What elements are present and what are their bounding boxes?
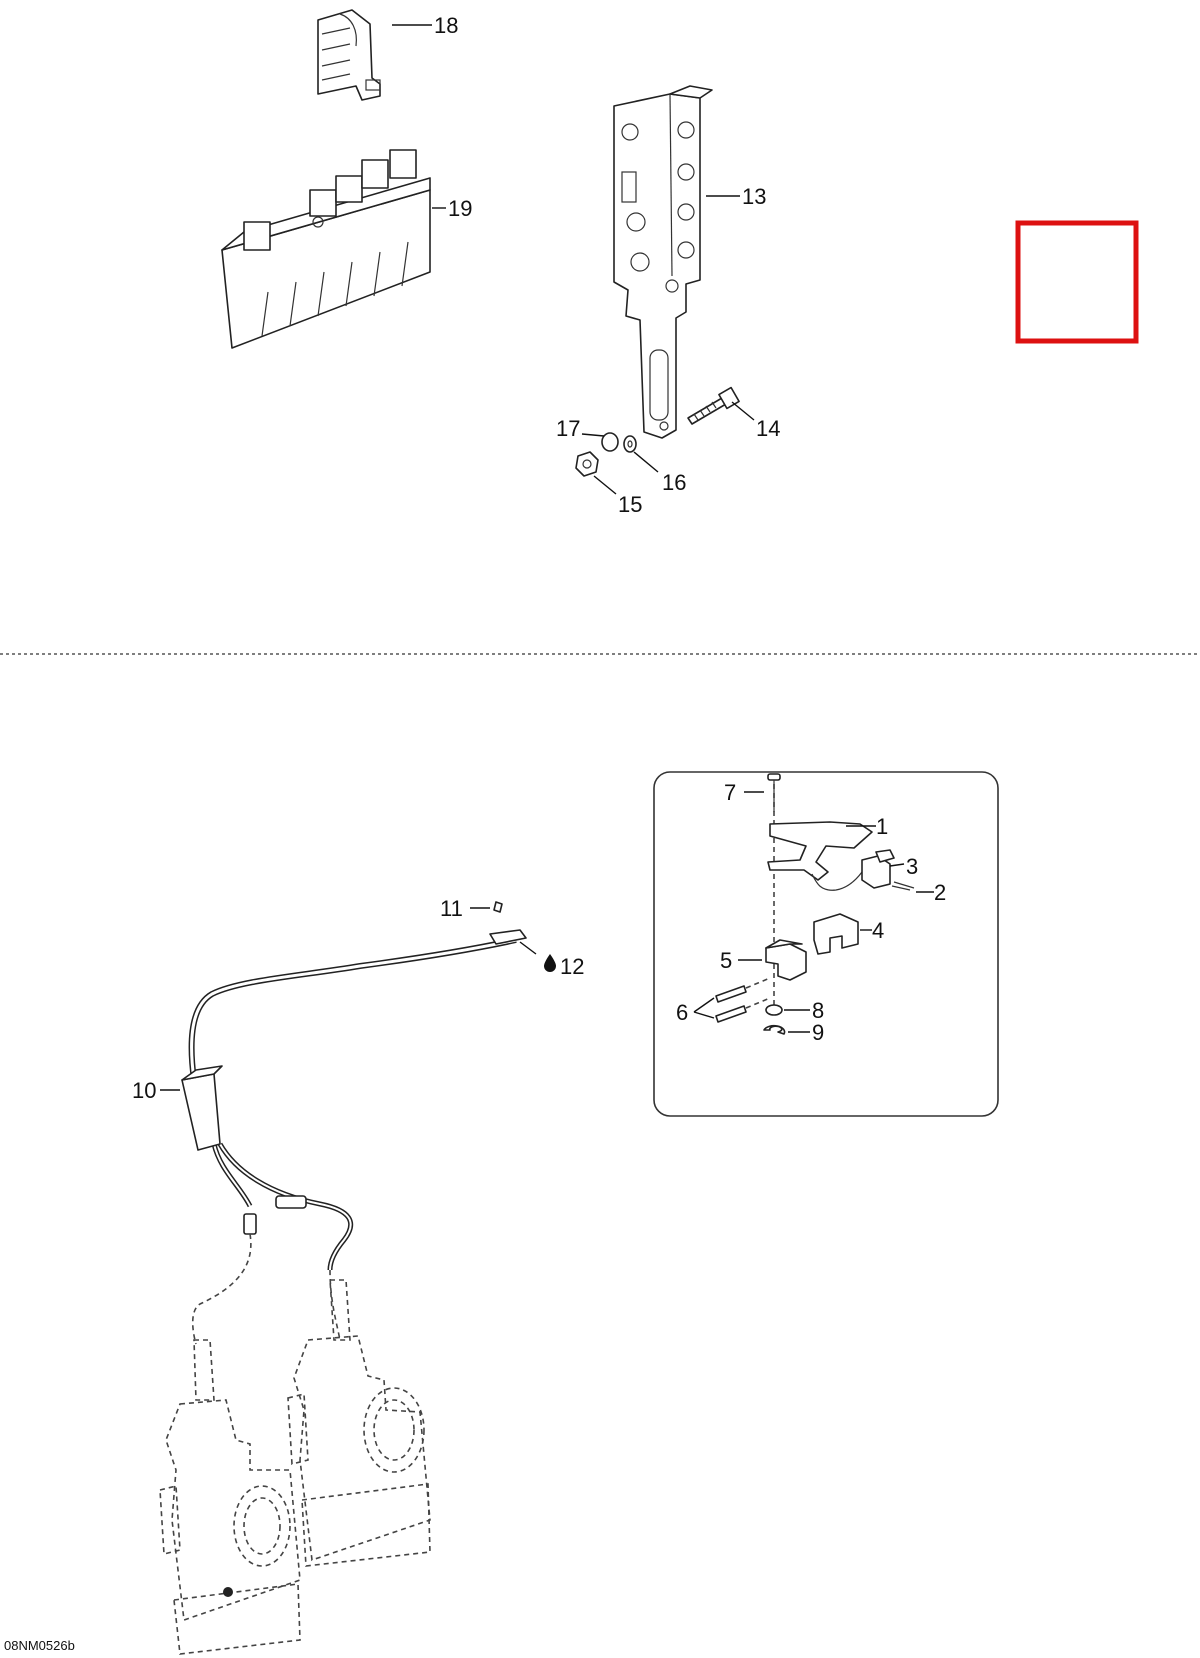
callout-1: 1 [876,814,888,839]
part-1-lever-bracket [767,821,873,891]
part-6-screws [715,977,771,1023]
drawing-code: 08NM0526b [4,1638,75,1653]
cable-route-left [191,1233,252,1345]
carburetor-left [159,1339,301,1655]
part-18-connector-clip [317,9,381,101]
part-13-mounting-bracket [613,85,713,439]
carburetor-right [287,1279,431,1567]
leader-3 [889,863,905,867]
part-16-washer [623,435,637,453]
callout-3: 3 [906,854,918,879]
callout-13: 13 [742,184,766,209]
leader-15 [593,475,617,495]
callout-19: 19 [448,196,472,221]
leader-12 [519,941,537,955]
part-9-clip [763,1024,786,1035]
part-5-block [765,939,807,981]
callout-16: 16 [662,470,686,495]
leader-16 [633,451,659,473]
part-19-module-box [221,149,431,349]
part-8-washer [765,1004,783,1016]
leader-6a [693,997,715,1013]
leader-17 [581,433,605,437]
oil-drop-icon [544,954,556,972]
part-3-connector [861,849,895,889]
leader-6b [693,1011,715,1019]
callout-17: 17 [556,416,580,441]
callout-11: 11 [440,896,463,921]
part-17-washer [601,432,619,452]
callout-15: 15 [618,492,642,517]
part-2-pin [891,881,915,891]
cable-route-right [329,1269,341,1341]
leader-14 [731,401,755,421]
callout-6: 6 [676,1000,688,1025]
part-7-screw [767,773,781,812]
throttle-cable [188,929,527,1271]
callout-9: 9 [812,1020,824,1045]
part-4-cover [813,913,859,955]
part-15-nut [575,451,599,477]
callout-2: 2 [934,880,946,905]
callout-5: 5 [720,948,732,973]
callout-18: 18 [434,13,458,38]
callout-4: 4 [872,918,884,943]
part-11-clip [493,901,503,913]
callout-14: 14 [756,416,780,441]
part-14-bolt [687,386,740,425]
part-10-cable-junction [181,1065,223,1151]
callout-8: 8 [812,998,824,1023]
callout-12: 12 [560,954,584,979]
highlight-box [1015,220,1139,344]
callout-7: 7 [724,780,736,805]
callout-10: 10 [132,1078,156,1103]
